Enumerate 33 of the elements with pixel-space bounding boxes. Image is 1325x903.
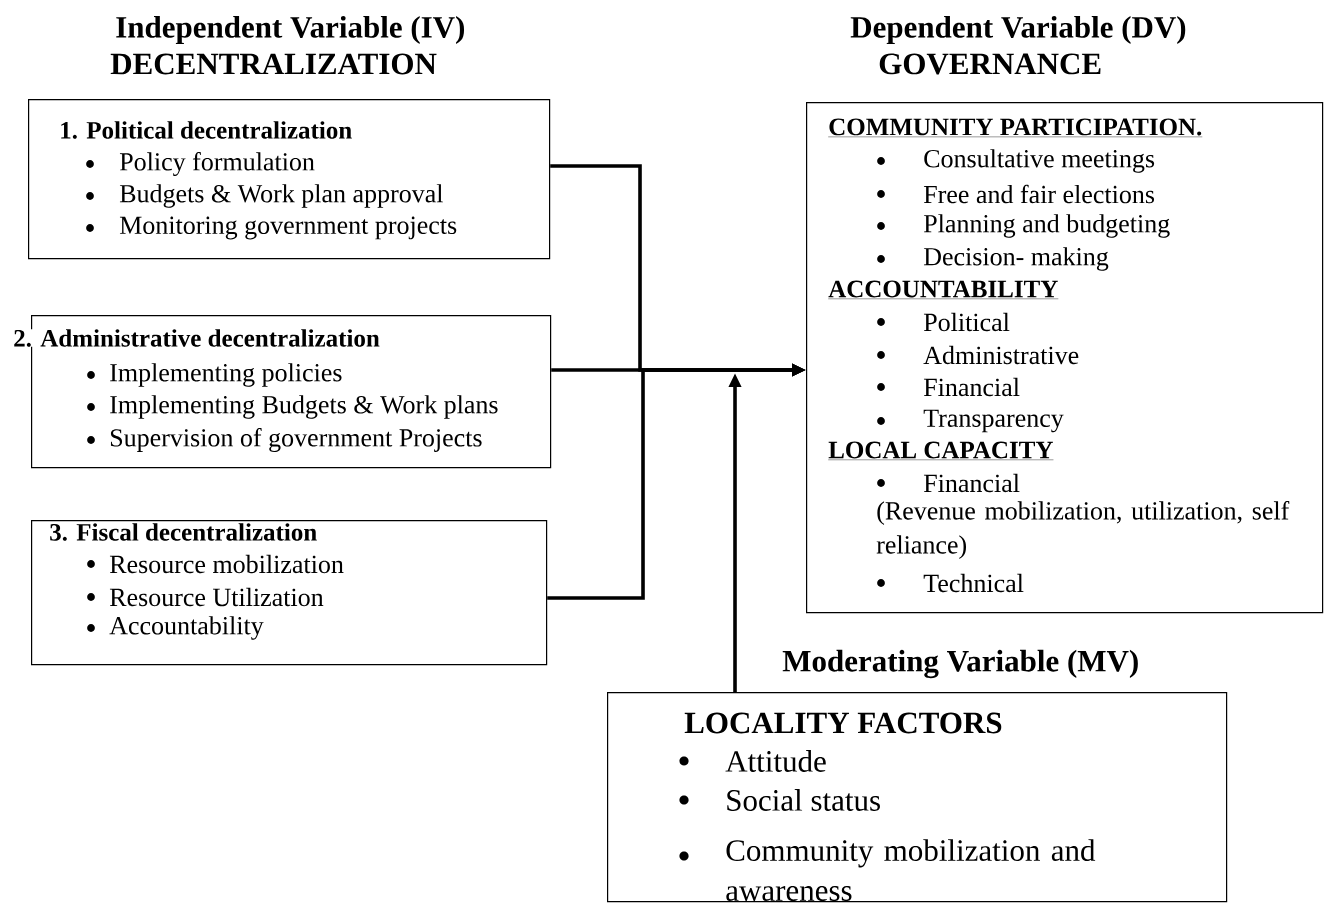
bullet-item: Community mobilization and awareness bbox=[726, 839, 1096, 901]
bullet-item: Financial bbox=[923, 473, 1020, 493]
variable-title: Dependent Variable (DV) bbox=[850, 15, 1186, 45]
box-heading: LOCALITY FACTORS bbox=[684, 712, 1003, 734]
variable-title: Moderating Variable (MV) bbox=[782, 649, 1138, 679]
bullet-item: Transparency bbox=[923, 409, 1064, 433]
bullet-item: Planning and budgeting bbox=[923, 214, 1170, 238]
bullet-item: Budgets & Work plan approval bbox=[119, 184, 443, 208]
bullet-item: Free and fair elections bbox=[923, 184, 1155, 204]
bullet-item: Implementing policies bbox=[110, 363, 342, 387]
section-heading: ACCOUNTABILITY bbox=[828, 280, 1059, 299]
bullet-item: Implementing Budgets & Work plans bbox=[110, 395, 498, 419]
bullet-item: Policy formulation bbox=[119, 152, 315, 176]
bullet-item: Attitude bbox=[725, 750, 826, 772]
variable-title: Independent Variable (IV) bbox=[116, 15, 465, 45]
bullet-item: Political bbox=[923, 312, 1010, 332]
bullet-item: Technical bbox=[923, 573, 1024, 593]
bullet-item: Supervision of government Projects bbox=[110, 428, 482, 452]
section-heading: LOCAL CAPACITY bbox=[828, 441, 1054, 460]
section-heading: COMMUNITY PARTICIPATION. bbox=[828, 118, 1203, 138]
bullet-item: Administrative bbox=[923, 345, 1079, 365]
bullet-item: Consultative meetings bbox=[924, 149, 1155, 173]
bullet-item: Accountability bbox=[109, 616, 264, 640]
bullet-item: Social status bbox=[727, 789, 880, 811]
box-heading: 3. Fiscal decentralization bbox=[49, 523, 318, 541]
bullet-item: Resource mobilization bbox=[109, 554, 344, 574]
bullet-item: Resource Utilization bbox=[109, 587, 324, 607]
bullet-item: Monitoring government projects bbox=[119, 216, 457, 240]
note-text: (Revenue mobilization, utilization, self reliance) bbox=[876, 501, 1290, 559]
box-heading: 1. Political decentralization bbox=[59, 121, 353, 139]
bullet-item: Financial bbox=[923, 377, 1020, 397]
bullet-item: Decision- making bbox=[923, 247, 1109, 271]
box-heading: 2. Administrative decentralization bbox=[13, 329, 380, 347]
